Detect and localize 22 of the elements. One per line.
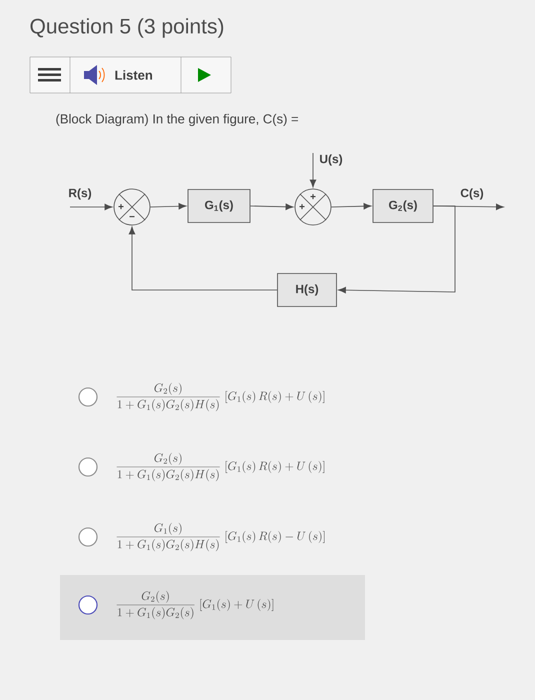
signal-label: R(s) — [69, 188, 92, 200]
arrow — [338, 206, 456, 294]
title: Question 5 (3 points) — [30, 18, 224, 38]
summing-junction: + + — [294, 188, 332, 226]
answer-formula: $\frac{G_1(s)}{1+G_1(s)G_2(s)H(s)}\;[G_1(s)\,R(s)-U\,(s)]$ — [116, 522, 324, 552]
block-box: G$_{1}$(s) — [188, 189, 250, 223]
arrow — [331, 203, 372, 210]
listen-label: Listen — [115, 70, 152, 80]
signal-label: C(s) — [460, 188, 484, 200]
signal-label: U(s) — [320, 154, 342, 166]
arrow — [70, 204, 112, 210]
answer-formula: $\frac{G_2(s)}{1+G_1(s)G_2(s)H(s)}\;[G_1(s)\,R(s)+U\,(s)]$ — [116, 382, 324, 412]
answer-formula: $\frac{G_2(s)}{1+G_1(s)G_2(s)H(s)}\;[G_1(s)\,R(s)+U\,(s)]$ — [116, 452, 324, 482]
summing-junction: + − — [114, 188, 150, 226]
block-box: H(s) — [277, 273, 337, 307]
block-box: G$_{2}$(s) — [372, 189, 434, 223]
arrow — [250, 204, 294, 210]
arrow — [150, 203, 186, 210]
answer-formula: $\frac{G_2(s)}{1+G_1(s)G_2(s)}\;[G_1(s)+U\,(s)]$ — [116, 590, 274, 620]
arrow — [310, 152, 316, 188]
question-text: (Block Diagram) In the given figure, C(s) = — [56, 114, 298, 126]
arrow — [128, 226, 278, 290]
